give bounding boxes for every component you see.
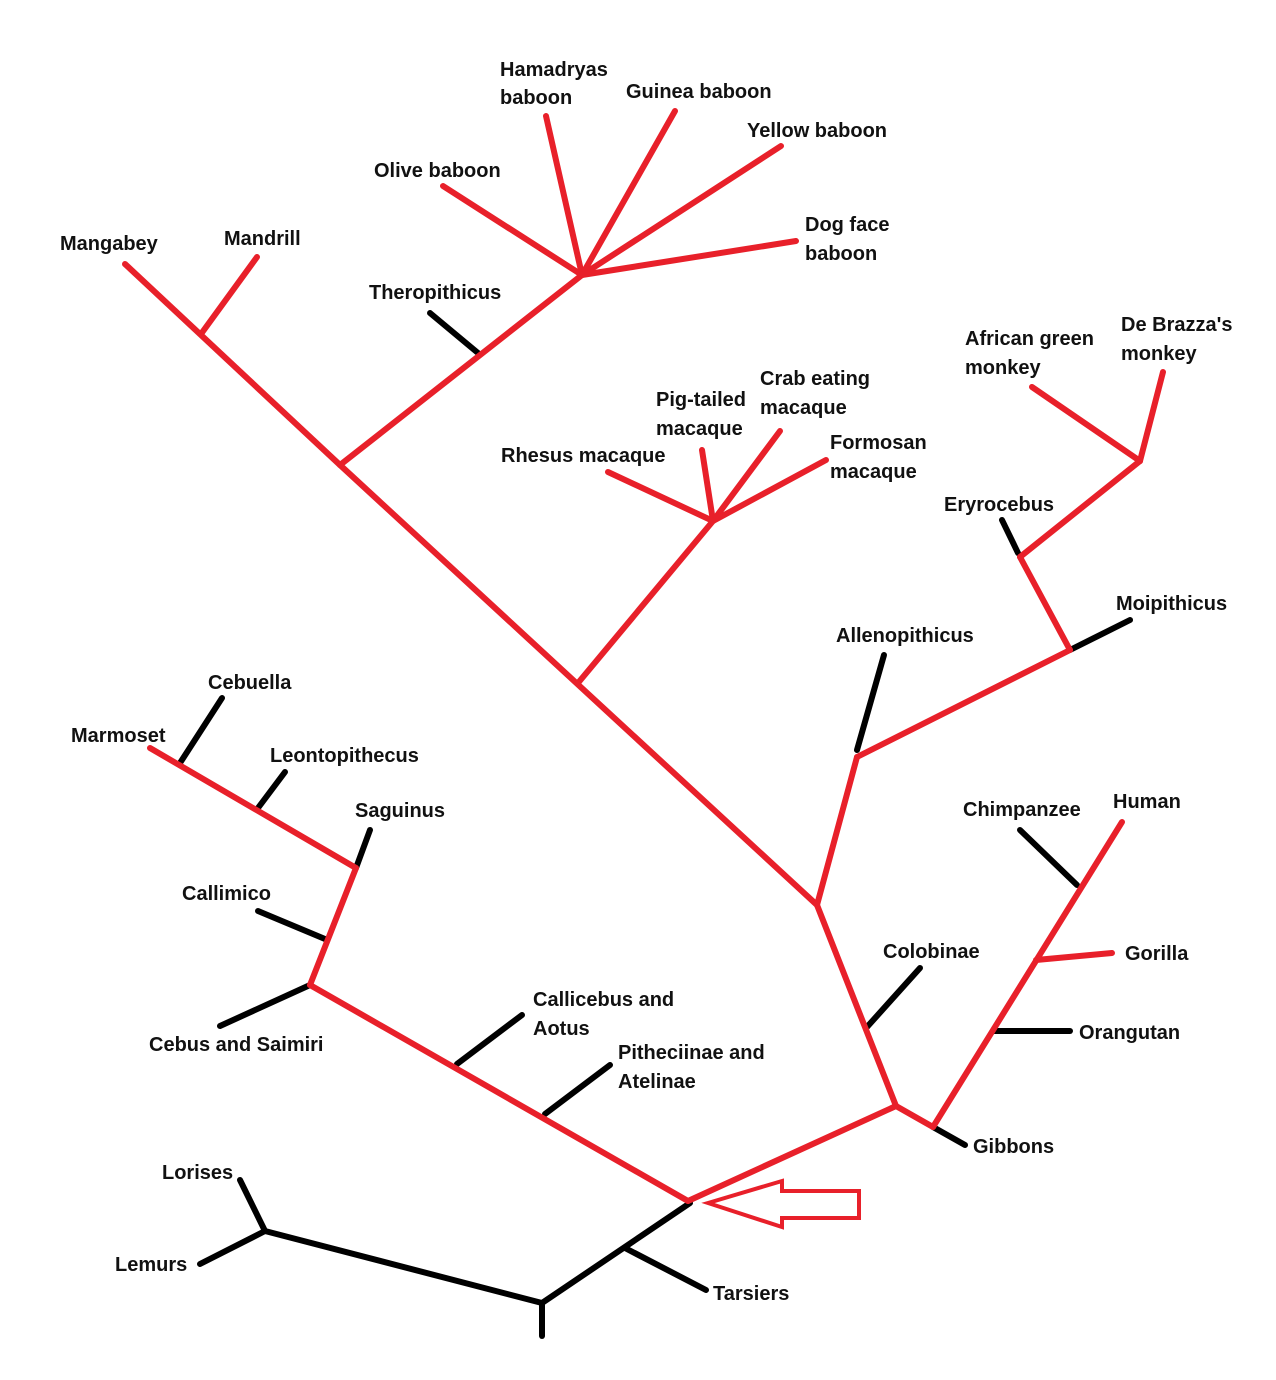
branch-tarsiers xyxy=(622,1245,709,1293)
label-lorises: Lorises xyxy=(162,1162,233,1184)
branch-cercopithecine xyxy=(814,754,860,908)
label-moipithicus: Moipithicus xyxy=(1116,593,1227,615)
branch-callitrichid xyxy=(307,865,359,988)
label-human: Human xyxy=(1113,791,1181,813)
label-callicebus-line2: Aotus xyxy=(533,1018,590,1040)
branch-gibbons xyxy=(930,1124,968,1148)
label-yellow-baboon: Yellow baboon xyxy=(747,120,887,142)
label-de-brazza-line1: De Brazza's xyxy=(1121,314,1232,336)
pointer-arrow-icon xyxy=(701,1178,861,1230)
label-saguinus: Saguinus xyxy=(355,800,445,822)
branch-pig-tailed xyxy=(699,447,716,524)
branch-yellow-baboon xyxy=(579,143,784,278)
branch-lemurs xyxy=(197,1228,268,1267)
branch-olive-baboon xyxy=(440,183,585,278)
label-crab-eating-line1: Crab eating xyxy=(760,368,870,390)
branch-crab-eating xyxy=(710,428,783,524)
label-marmoset: Marmoset xyxy=(71,725,166,747)
label-olive-baboon: Olive baboon xyxy=(374,160,501,182)
label-dog-face-line2: baboon xyxy=(805,243,877,265)
branch-guenon-group xyxy=(854,647,1073,760)
label-colobinae: Colobinae xyxy=(883,941,980,963)
branch-african-green-monkey xyxy=(1029,384,1143,464)
label-pitheciinae-line1: Pitheciinae and xyxy=(618,1042,765,1064)
species-labels: Mangabey Mandrill Hamadryas baboon Guine… xyxy=(60,59,1232,1305)
label-guinea-baboon: Guinea baboon xyxy=(626,81,772,103)
branch-colobinae xyxy=(864,965,923,1030)
label-pitheciinae-line2: Atelinae xyxy=(618,1071,696,1093)
branch-guinea-baboon xyxy=(579,108,678,278)
label-pig-tailed-line1: Pig-tailed xyxy=(656,389,746,411)
branch-mangabey xyxy=(122,261,343,468)
label-lemurs: Lemurs xyxy=(115,1254,187,1276)
branch-to-chlorocebus xyxy=(1017,554,1073,653)
branch-to-hominoids xyxy=(893,1103,936,1130)
label-orangutan: Orangutan xyxy=(1079,1022,1180,1044)
label-dog-face-line1: Dog face xyxy=(805,214,889,236)
branch-hominoid-stem xyxy=(930,819,1125,1130)
branch-cebus-saimiri xyxy=(217,982,313,1029)
branch-to-macaques xyxy=(575,518,716,686)
branch-chlorocebus-node xyxy=(1017,458,1143,560)
branch-de-brazza-monkey xyxy=(1137,369,1166,464)
label-hamadryas-line1: Hamadryas xyxy=(500,59,608,81)
branch-theropithicus xyxy=(427,310,481,356)
label-callimico: Callimico xyxy=(182,883,271,905)
label-pig-tailed-line2: macaque xyxy=(656,418,743,440)
label-african-green-line2: monkey xyxy=(965,357,1041,379)
label-crab-eating-line2: macaque xyxy=(760,397,847,419)
label-african-green-line1: African green xyxy=(965,328,1094,350)
non-highlighted-branches xyxy=(177,310,1133,1339)
branch-saguinus xyxy=(353,827,373,871)
highlighted-branches xyxy=(122,108,1166,1204)
branch-formosan xyxy=(710,457,829,524)
label-mangabey: Mangabey xyxy=(60,233,159,255)
label-eryrocebus: Eryrocebus xyxy=(944,494,1054,516)
label-mandrill: Mandrill xyxy=(224,228,301,250)
label-hamadryas-line2: baboon xyxy=(500,87,572,109)
branch-to-platyrrhini xyxy=(307,982,691,1204)
label-formosan-line2: macaque xyxy=(830,461,917,483)
branch-leontopithecus xyxy=(255,769,288,811)
label-tarsiers: Tarsiers xyxy=(713,1283,789,1305)
branch-to-baboons xyxy=(337,272,585,468)
label-leontopithecus: Leontopithecus xyxy=(270,745,419,767)
label-allenopithicus: Allenopithicus xyxy=(836,625,974,647)
branch-lorises xyxy=(237,1177,268,1234)
label-de-brazza-line2: monkey xyxy=(1121,343,1197,365)
branch-eryrocebus xyxy=(999,517,1021,556)
branch-callimico xyxy=(255,908,328,942)
branch-chimpanzee xyxy=(1017,827,1080,888)
label-formosan-line1: Formosan xyxy=(830,432,927,454)
label-chimpanzee: Chimpanzee xyxy=(963,799,1081,821)
label-cebus-saimiri: Cebus and Saimiri xyxy=(149,1034,324,1056)
branch-hamadryas-baboon xyxy=(543,113,585,278)
branch-mandrill xyxy=(198,254,260,337)
branch-allenopithicus xyxy=(854,652,887,753)
branch-haplorhini xyxy=(539,1200,693,1306)
branch-callicebus-aotus xyxy=(454,1012,525,1067)
branch-catarrhini xyxy=(685,1103,899,1204)
label-theropithicus: Theropithicus xyxy=(369,282,501,304)
label-gibbons: Gibbons xyxy=(973,1136,1054,1158)
label-gorilla: Gorilla xyxy=(1125,943,1189,965)
branch-gorilla xyxy=(1033,950,1115,963)
label-callicebus-line1: Callicebus and xyxy=(533,989,674,1011)
branch-moipithicus xyxy=(1067,617,1133,653)
branch-pitheciinae-atelinae xyxy=(542,1062,613,1117)
branch-rhesus xyxy=(605,469,716,524)
branch-marmoset xyxy=(147,745,359,871)
branch-dog-face-baboon xyxy=(579,238,799,278)
branch-cebuella xyxy=(177,695,225,766)
label-rhesus: Rhesus macaque xyxy=(501,445,666,467)
label-cebuella: Cebuella xyxy=(208,672,292,694)
branch-cercopithecoid xyxy=(814,902,899,1109)
branch-strepsirrhini xyxy=(262,1228,545,1306)
